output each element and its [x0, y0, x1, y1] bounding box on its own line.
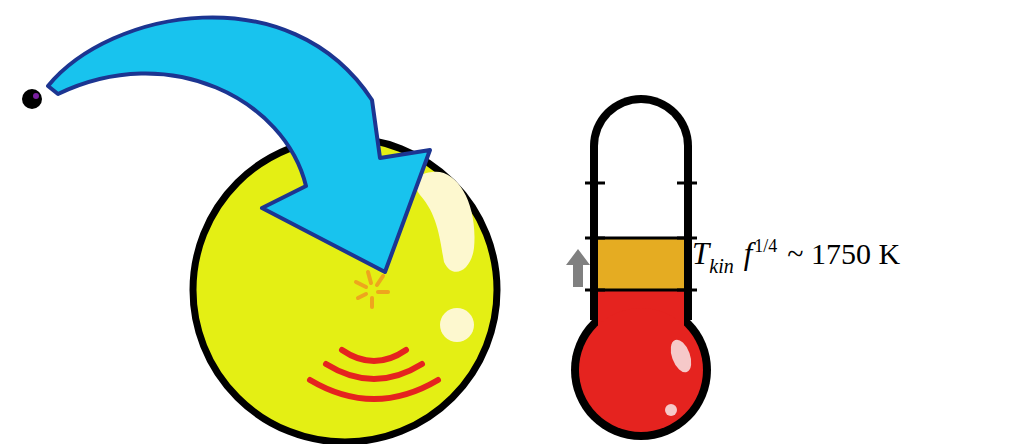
- particle-speck: [33, 93, 39, 99]
- symbol-main: T: [692, 238, 709, 269]
- particle: [22, 89, 42, 109]
- thermometer: [571, 95, 711, 440]
- temperature-formula: Tkinf1/4~ 1750 K: [692, 238, 900, 269]
- rising-arrow: [566, 249, 590, 287]
- symbol-main: f: [744, 238, 753, 269]
- subscript: kin: [709, 256, 733, 276]
- impact-spark: [356, 272, 388, 307]
- sphere-highlight-dot: [440, 308, 474, 342]
- superscript: 1/4: [754, 237, 777, 255]
- sphere-highlight: [416, 172, 475, 272]
- heat-waves: [310, 350, 438, 399]
- temperature-value: ~ 1750 K: [787, 239, 900, 269]
- trajectory-arrow: [48, 17, 430, 272]
